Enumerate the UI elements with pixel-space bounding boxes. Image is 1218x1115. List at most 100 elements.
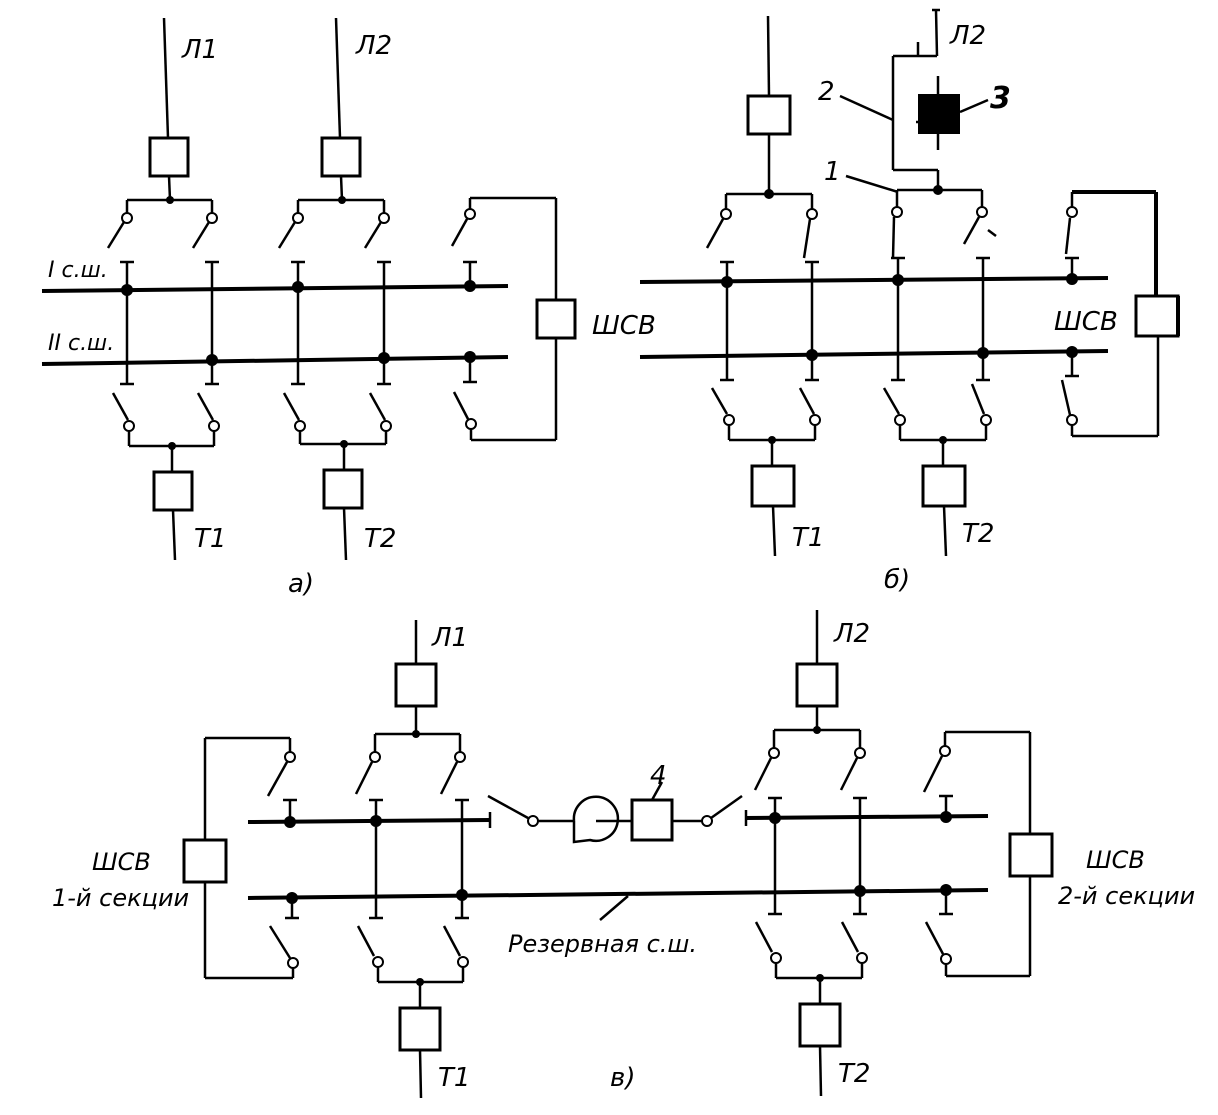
disconnector-blade [710,794,743,820]
disconnector-blade [266,761,289,797]
disconnector-blade [450,218,469,247]
bus-coupler-a [450,196,577,442]
breaker [398,1006,442,1052]
callout-2-leader [839,94,894,122]
feeder-b1 [705,15,819,380]
disconnector-blade [802,218,812,259]
sectional-breaker-4: 4 [487,761,743,844]
feeder-l1 [106,17,219,384]
disconnector-contact [378,212,390,224]
disconnector-blade [753,757,773,791]
label-coupler-1-line-1: ШСВ [92,848,151,876]
breaker [795,662,839,708]
disconnector-blade [106,221,126,249]
diagram-a: Л1 Л2 I с.ш. II с.ш. ШСВ Т1 Т2 а) [41,17,656,599]
label-coupler-2-line-1: ШСВ [1086,846,1145,874]
feeder-v-l2 [753,610,867,914]
breaker [320,136,362,178]
disconnector-blade [268,925,292,959]
label-b-line-l2: Л2 [949,21,986,51]
disconnector-blade [798,387,816,415]
label-bus-2: II с.ш. [48,331,114,356]
breaker [630,798,674,842]
label-line-l1: Л1 [181,35,218,65]
label-bus-1: I с.ш. [48,258,108,283]
label-v-line-l1: Л1 [431,623,468,653]
label-t1-v: Т1 [438,1063,470,1093]
disconnector-contact [121,212,133,224]
callout-3: 3 [990,81,1011,116]
disconnector-blade [452,391,470,420]
disconnector-blade [356,925,376,957]
transformer-t2 [282,382,392,561]
breaker [394,662,438,708]
bus-coupler-b [1060,190,1180,438]
caption-a: а) [288,569,314,599]
coupler-breaker [535,298,577,340]
transformer-v-t2 [754,912,868,1097]
disconnector-blade [368,392,387,421]
breaker [750,464,796,508]
reactor [572,795,620,844]
label-line-l2: Л2 [355,31,392,61]
disconnector-blade [839,757,859,791]
transformer-v-t1 [356,916,469,1099]
label-coupler-2-line-2: 2-й секции [1058,882,1195,910]
disconnector-blade [1060,379,1072,416]
busbar-1 [639,276,1109,284]
diagram-v: 4 [52,610,1195,1099]
disconnector-blade [363,221,383,249]
feeder-v-l1 [354,620,469,918]
disconnector-contact [206,212,218,224]
label-coupler-1-line-2: 1-й секции [52,884,189,912]
busbar-2 [639,349,1109,359]
transformer-b-t2 [882,378,992,557]
disconnector-blade [882,387,901,415]
label-reserve-bus: Резервная с.ш. [508,930,697,958]
callout-2: 2 [818,77,835,107]
busbar-reserve [247,888,989,900]
disconnector-blade [277,221,297,249]
bus-coupler-section-1 [182,736,299,980]
disconnector-blade [891,216,896,259]
label-v-line-l2: Л2 [833,619,870,649]
caption-b: б) [884,565,910,595]
caption-v: в) [610,1063,635,1093]
disconnector-blade [840,921,860,953]
disconnector-blade [439,761,459,795]
callout-1-leader [845,174,899,194]
disconnector-blade [282,392,301,421]
disconnector-blade [442,925,462,957]
breaker [152,470,194,512]
breaker [322,468,364,510]
label-t1-b: Т1 [792,523,824,553]
breaker [798,1002,842,1048]
label-coupler-b: ШСВ [1054,307,1118,337]
label-t1-a: Т1 [194,524,226,554]
coupler-breaker [1008,832,1054,878]
disconnector-blade [924,921,945,955]
label-coupler-a: ШСВ [592,311,656,341]
disconnector-contact [292,212,304,224]
breaker [148,136,190,178]
label-t2-a: Т2 [364,524,396,554]
label-t2-v: Т2 [838,1059,870,1089]
transformer-t1 [111,382,220,561]
breaker-removed [918,94,960,134]
reserve-bus-leader [599,895,629,921]
disconnector-blade [710,387,729,415]
breaker [921,464,967,508]
disconnector-blade [705,218,725,249]
callout-4: 4 [650,761,667,791]
disconnector-blade [970,383,986,415]
breaker [746,94,792,136]
busbar-2 [41,355,509,366]
label-t2-b: Т2 [962,519,994,549]
bus-coupler-section-2 [922,730,1054,978]
busbar-1 [41,284,509,293]
coupler-breaker [182,838,228,884]
disconnector-blade [487,794,529,820]
disconnector-blade [191,221,211,249]
diagram-b: Л2 3 2 1 ШСВ Т1 Т2 б) [639,8,1180,595]
